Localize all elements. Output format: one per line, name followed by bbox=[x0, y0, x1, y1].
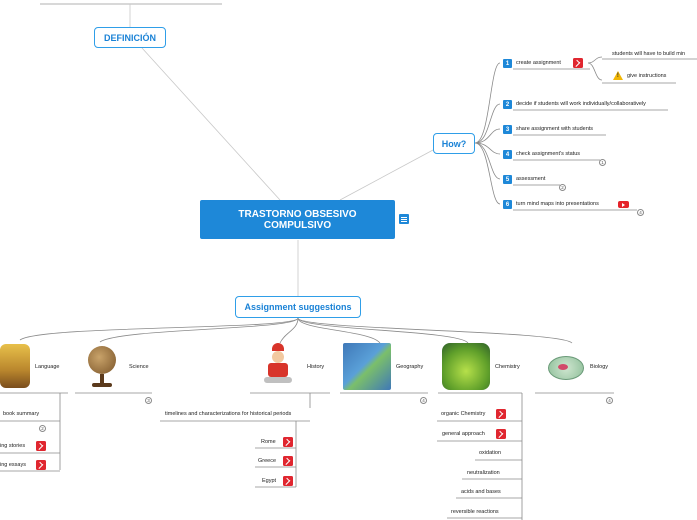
history-item[interactable]: Egypt bbox=[262, 478, 277, 484]
step1-sub-instructions[interactable]: give instructions bbox=[627, 73, 667, 79]
subject-history[interactable]: History bbox=[307, 364, 325, 370]
red-connector-icon[interactable] bbox=[283, 476, 293, 486]
chemistry-item[interactable]: neutralization bbox=[467, 470, 500, 476]
definicion-label: DEFINICIÓN bbox=[103, 32, 156, 43]
history-item[interactable]: Rome bbox=[261, 439, 276, 445]
warning-icon bbox=[613, 71, 623, 80]
red-connector-icon[interactable] bbox=[36, 441, 46, 451]
step1-sub-build[interactable]: students will have to build min bbox=[612, 51, 686, 57]
step-number-3: 3 bbox=[503, 125, 512, 134]
subject-science[interactable]: Science bbox=[129, 364, 149, 370]
central-title: TRASTORNO OBSESIVO COMPULSIVO bbox=[238, 208, 357, 231]
collapsed-count-badge[interactable]: 4 bbox=[637, 209, 644, 216]
chemistry-item[interactable]: general approach bbox=[442, 431, 485, 437]
subject-geography[interactable]: Geography bbox=[396, 364, 424, 370]
step-label-1[interactable]: create assignment bbox=[516, 60, 561, 66]
chemistry-item[interactable]: organic Chemistry bbox=[441, 411, 486, 417]
red-connector-icon[interactable] bbox=[496, 429, 506, 439]
how-label: How? bbox=[441, 138, 467, 149]
step-number-4: 4 bbox=[503, 150, 512, 159]
step-number-5: 5 bbox=[503, 175, 512, 184]
step-label-4[interactable]: check assignment's status bbox=[516, 151, 581, 157]
collapsed-count-badge[interactable]: 4 bbox=[420, 397, 427, 404]
subject-biology[interactable]: Biology bbox=[590, 364, 609, 370]
subject-language[interactable]: Language bbox=[35, 364, 60, 370]
step-label-3[interactable]: share assignment with students bbox=[516, 126, 594, 132]
history-image bbox=[258, 341, 298, 389]
central-topic[interactable]: TRASTORNO OBSESIVO COMPULSIVO bbox=[200, 200, 395, 239]
red-connector-icon[interactable] bbox=[283, 456, 293, 466]
chemistry-item[interactable]: oxidation bbox=[479, 450, 502, 456]
red-connector-icon[interactable] bbox=[496, 409, 506, 419]
globe-image bbox=[86, 344, 118, 390]
map-image bbox=[343, 343, 391, 390]
subject-chemistry[interactable]: Chemistry bbox=[495, 364, 520, 370]
red-connector-icon[interactable] bbox=[283, 437, 293, 447]
red-connector-icon[interactable] bbox=[573, 58, 583, 68]
history-item[interactable]: Greece bbox=[258, 458, 277, 464]
history-header[interactable]: timelines and characterizations for hist… bbox=[165, 411, 292, 417]
how-node[interactable]: How? bbox=[433, 133, 475, 154]
language-item[interactable]: ing stories bbox=[0, 443, 26, 449]
collapsed-count-badge[interactable]: 3 bbox=[145, 397, 152, 404]
assignment-node[interactable]: Assignment suggestions bbox=[235, 296, 361, 318]
chemistry-image bbox=[442, 343, 490, 390]
language-image bbox=[0, 344, 30, 388]
biology-image bbox=[540, 346, 586, 388]
chemistry-item[interactable]: reversible reactions bbox=[451, 509, 499, 515]
note-icon[interactable] bbox=[399, 214, 409, 224]
collapsed-count-badge[interactable]: 2 bbox=[39, 425, 46, 432]
collapsed-count-badge[interactable]: 2 bbox=[559, 184, 566, 191]
collapsed-count-badge[interactable]: 1 bbox=[599, 159, 606, 166]
chemistry-item[interactable]: acids and bases bbox=[461, 489, 501, 495]
step-label-6[interactable]: turn mind maps into presentations bbox=[516, 201, 599, 207]
step-number-6: 6 bbox=[503, 200, 512, 209]
assignment-label: Assignment suggestions bbox=[244, 302, 352, 312]
language-item[interactable]: book summary bbox=[3, 411, 40, 417]
step-number-2: 2 bbox=[503, 100, 512, 109]
definicion-node[interactable]: DEFINICIÓN bbox=[94, 27, 166, 48]
step-label-2[interactable]: decide if students will work individuall… bbox=[516, 101, 646, 107]
step-label-5[interactable]: assessment bbox=[516, 176, 546, 182]
red-connector-icon[interactable] bbox=[36, 460, 46, 470]
collapsed-count-badge[interactable]: 4 bbox=[606, 397, 613, 404]
youtube-icon[interactable] bbox=[618, 201, 629, 208]
language-item[interactable]: ing essays bbox=[0, 462, 26, 468]
step-number-1: 1 bbox=[503, 59, 512, 68]
